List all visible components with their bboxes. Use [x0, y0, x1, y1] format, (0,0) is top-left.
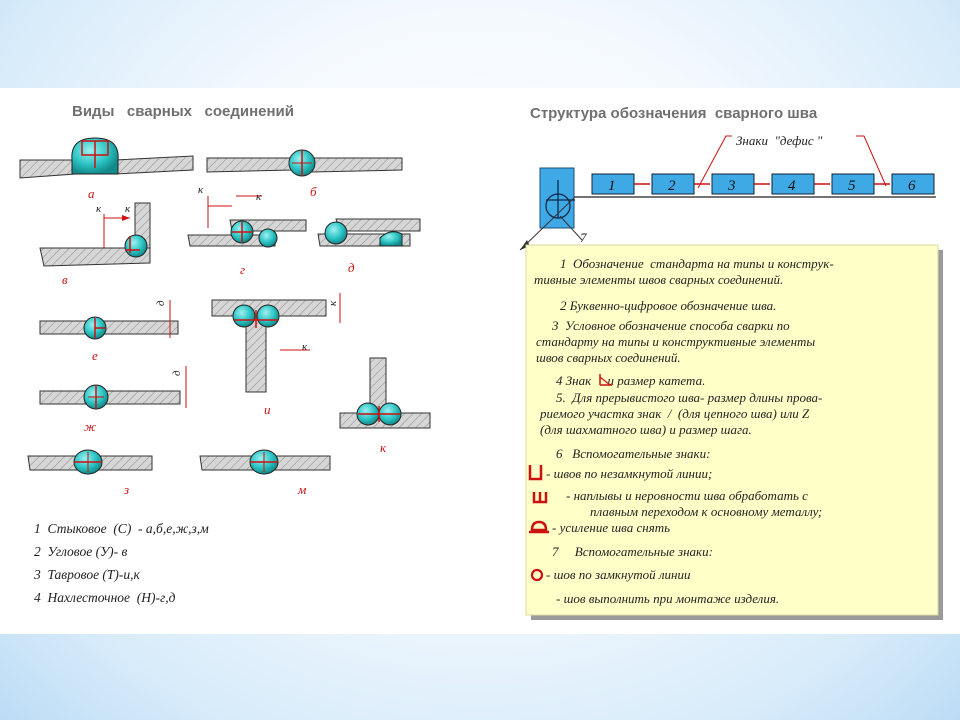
box-2: [651, 173, 695, 195]
legend-4: 4 Нахлесточное (Н)-г,д: [34, 590, 176, 605]
note-line-18: - шов выполнить при монтаже изделия.: [556, 591, 779, 606]
box-4: [771, 173, 815, 195]
note-line-12: - швов по незамкнутой линии;: [546, 466, 712, 481]
note-line-17: - шов по замкнутой линии: [546, 567, 691, 582]
slide: Виды сварных соединений а б к к в: [0, 88, 960, 634]
dim-k-i1: к: [327, 300, 339, 306]
closed-line-icon: [530, 568, 544, 582]
legend-3: 3 Тавровое (Т)-и,к: [33, 567, 141, 582]
box-1-num: 1: [608, 178, 616, 194]
hyphen-label: Знаки "дефис ": [736, 133, 823, 148]
joint-g: [187, 195, 307, 248]
joint-d: [317, 218, 421, 247]
note-line-1: 1 Обозначение стандарта на типы и констр…: [560, 256, 834, 271]
note-line-10: (для шахматного шва) и размер шага.: [540, 422, 752, 437]
surface-treatment-icon: [532, 492, 548, 504]
dim-k-v1: к: [96, 203, 102, 215]
box-3: [711, 173, 755, 195]
dim-k-i2: к: [302, 341, 308, 353]
note-line-2: тивные элементы швов сварных соединений.: [534, 272, 783, 287]
open-line-icon: [528, 465, 543, 481]
label-v: в: [62, 272, 68, 287]
left-title: Виды сварных соединений: [72, 103, 294, 120]
legend-1: 1 Стыковое (С) - а,б,е,ж,з,м: [34, 521, 209, 536]
label-z: з: [123, 482, 129, 497]
dim-k-g2: к: [256, 191, 262, 203]
dim-d-zh: д: [171, 370, 183, 376]
note-line-14: плавным переходом к основному металлу;: [590, 504, 822, 519]
joint-m: [199, 449, 331, 475]
note-line-3: 2 Буквенно-цифровое обозначение шва.: [560, 298, 776, 313]
weld-symbol: [519, 167, 583, 251]
box-6: [891, 173, 935, 195]
dim-k-g1: к: [198, 184, 204, 196]
label-g: г: [240, 262, 245, 277]
note-line-4: 3 Условное обозначение способа сварки по: [551, 318, 790, 333]
box-1: [591, 173, 635, 195]
box-6-num: 6: [908, 178, 916, 194]
leader-label: 7: [580, 230, 587, 245]
note-line-6: швов сварных соединений.: [536, 350, 681, 365]
box-5-num: 5: [848, 178, 856, 194]
note-line-5: стандарту на типы и конструктивные элеме…: [536, 334, 815, 349]
label-m: м: [297, 482, 306, 497]
joint-b: [206, 149, 403, 177]
welding-diagram: Виды сварных соединений а б к к в: [19, 103, 943, 620]
note-line-7: 4 Знак и размер катета.: [556, 373, 705, 388]
leg-sign-icon: [599, 374, 612, 386]
label-zh: ж: [84, 419, 96, 434]
note-line-8: 5. Для прерывистого шва- размер длины пр…: [556, 390, 822, 405]
legend-2: 2 Угловое (У)- в: [34, 544, 128, 559]
box-2-num: 2: [668, 178, 676, 194]
dim-k-v2: к: [125, 203, 131, 215]
note-line-16: 7 Вспомогательные знаки:: [552, 544, 713, 559]
notes-panel: [525, 244, 939, 616]
label-e: е: [92, 348, 98, 363]
note-line-13: - наплывы и неровности шва обработать с: [566, 488, 808, 503]
joint-e: [39, 300, 179, 340]
joint-zh: [39, 366, 187, 410]
note-line-11: 6 Вспомогательные знаки:: [556, 446, 710, 461]
label-b: б: [310, 184, 317, 199]
box-4-num: 4: [788, 178, 796, 194]
joint-z: [27, 449, 153, 475]
dim-d-e: д: [155, 300, 167, 306]
note-line-9: риемого участка знак / (для цепного шва)…: [539, 406, 810, 421]
box-5: [831, 173, 875, 195]
box-3-num: 3: [727, 178, 736, 194]
label-d: д: [348, 260, 355, 275]
right-title: Структура обозначения сварного шва: [530, 105, 818, 122]
label-i: и: [264, 402, 271, 417]
joint-i: [211, 293, 341, 393]
label-k: к: [380, 440, 387, 455]
label-a: а: [88, 186, 95, 201]
joint-k: [339, 357, 431, 429]
note-line-15: - усиление шва снять: [552, 520, 670, 535]
joint-v: [39, 202, 151, 267]
joint-a: [19, 137, 194, 179]
designation-boxes: 1 2 3 4 5 6: [591, 173, 935, 195]
remove-reinforcement-icon: [529, 520, 549, 534]
